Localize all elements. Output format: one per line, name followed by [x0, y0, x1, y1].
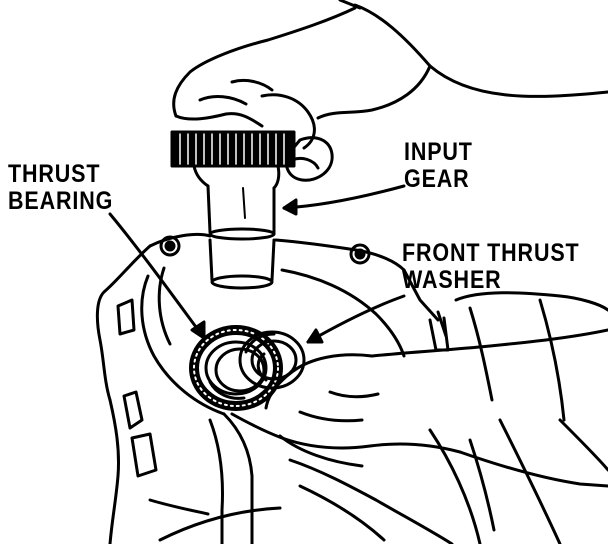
input-gear-label: INPUT GEAR	[404, 139, 473, 193]
front-thrust-washer-label: FRONT THRUST WASHER	[402, 240, 580, 294]
input-gear-arrowhead	[282, 198, 298, 216]
leader-lines	[108, 184, 406, 344]
thrust-bearing-label-line1: THRUST	[8, 160, 101, 188]
front-thrust-washer-drawing	[238, 330, 306, 390]
lower-hand-drawing	[230, 328, 608, 488]
thrust-bearing-label-line2: BEARING	[8, 187, 114, 215]
front-thrust-washer-arrowhead	[306, 328, 324, 344]
front-thrust-washer-label-line1: FRONT THRUST	[402, 239, 580, 267]
input-gear-drawing	[170, 130, 296, 290]
front-thrust-washer-label-line2: WASHER	[402, 266, 502, 294]
thrust-bearing-leader	[108, 212, 206, 340]
thrust-bearing-drawing	[189, 325, 283, 411]
input-gear-leader	[282, 184, 406, 210]
front-thrust-washer-leader	[306, 294, 406, 344]
input-gear-label-line1: INPUT	[404, 138, 473, 166]
transmission-case-drawing	[95, 232, 608, 544]
input-gear-label-line2: GEAR	[404, 165, 470, 193]
upper-hand-drawing	[172, 0, 608, 182]
thrust-bearing-label: THRUST BEARING	[8, 161, 113, 215]
thrust-bearing-arrowhead	[190, 320, 206, 340]
